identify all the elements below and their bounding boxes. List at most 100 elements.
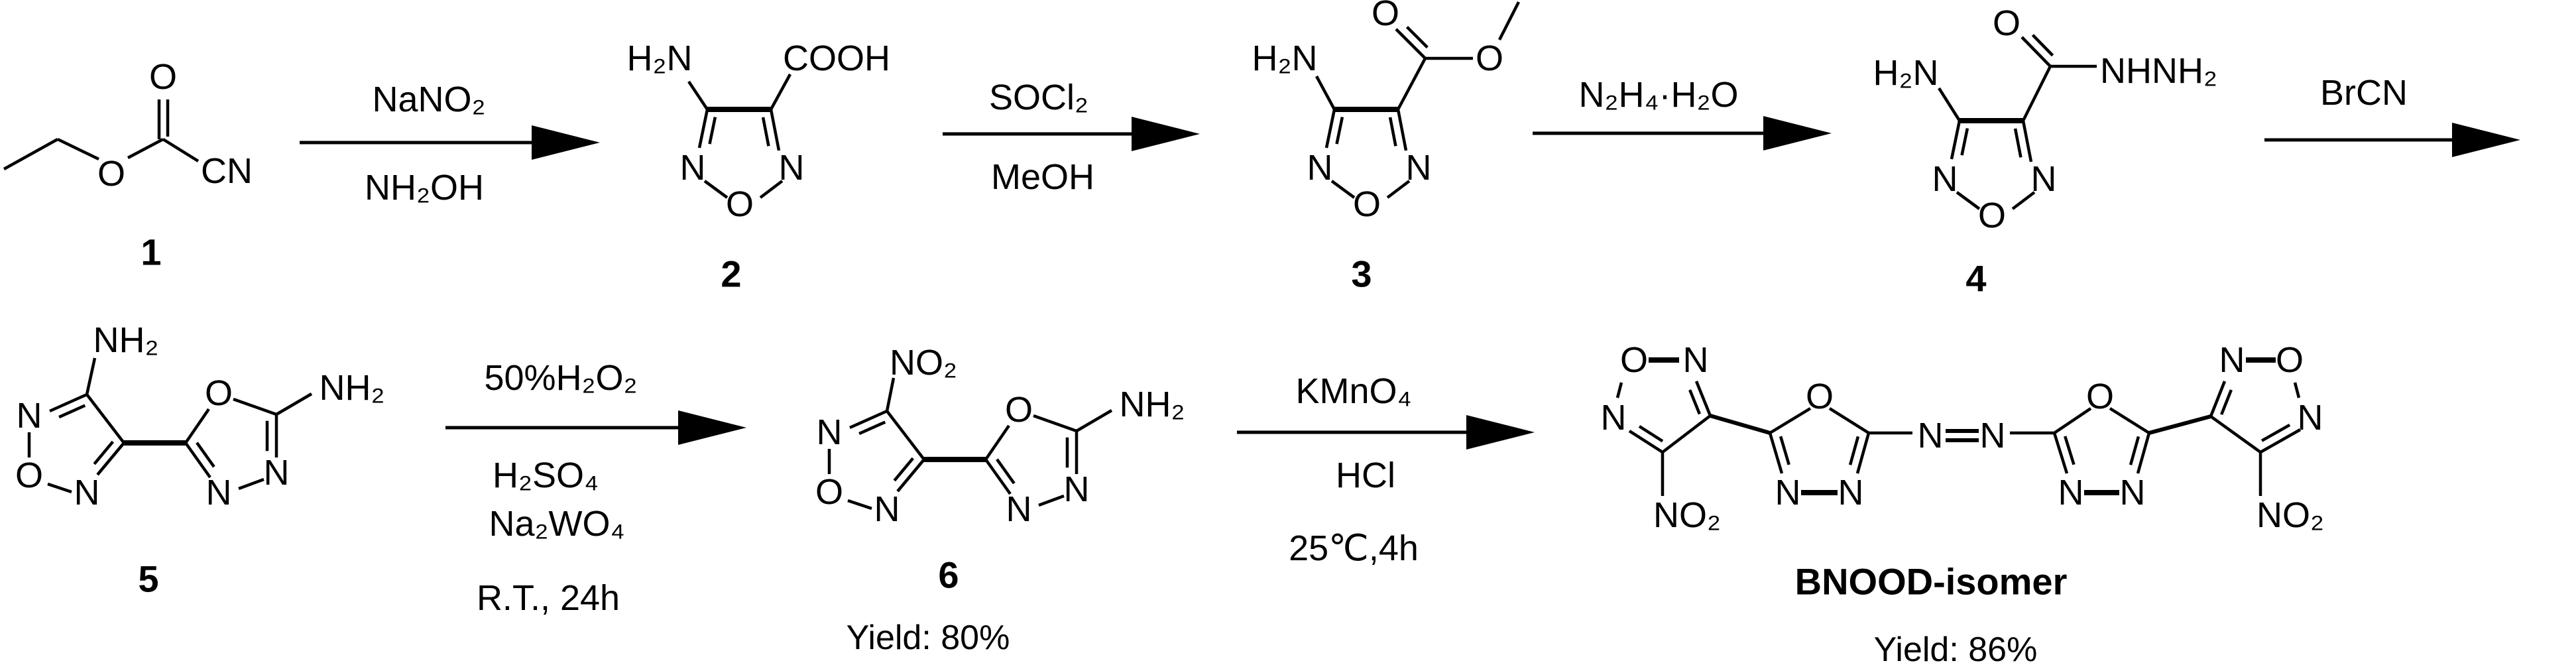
double-bond-inner [1960, 128, 1969, 156]
single-bond [770, 73, 791, 111]
double-bond [2209, 381, 2227, 417]
double-bond [2136, 432, 2151, 474]
atom-label: O [2276, 340, 2304, 380]
double-bond [2259, 428, 2302, 454]
atom-label: O [815, 472, 843, 512]
double-bond [2020, 36, 2052, 68]
single-bond [847, 499, 872, 511]
atom-label: N [1064, 469, 1090, 509]
reaction-arrow-1-head [532, 125, 600, 160]
single-bond [2109, 407, 2150, 434]
atom-label: O [1476, 38, 1503, 78]
single-bond [2053, 407, 2092, 434]
single-bond [86, 393, 125, 444]
atom-label: H₂N [1252, 38, 1318, 78]
single-bond [127, 138, 164, 159]
step1-reagents: NaNO₂ NH₂OH [365, 80, 485, 208]
atom-label: NH₂ [320, 368, 385, 408]
double-bond [1950, 120, 1961, 160]
double-bond [2021, 120, 2033, 162]
single-bond [85, 357, 97, 395]
single-bond [233, 397, 277, 416]
atom-label: H₂N [627, 38, 693, 78]
double-bond-inner [58, 404, 86, 419]
double-bond-inner [708, 117, 717, 145]
step6-reagents: KMnO₄ HCl 25℃,4h [1289, 371, 1419, 568]
double-bond-inner [996, 458, 1016, 485]
double-bond-inner [1848, 436, 1860, 465]
atom-label: O [149, 57, 177, 97]
double-bond [184, 442, 211, 479]
atom-label: O [1372, 0, 1399, 33]
single-bond [2293, 382, 2301, 398]
atom-label: O [1620, 340, 1648, 380]
single-bond [1956, 191, 1981, 210]
atom-label: O [726, 184, 754, 224]
reagent-h2o2: 50%H₂O₂ [484, 358, 637, 398]
atom-label: N [1683, 340, 1709, 380]
double-bond-inner [858, 420, 886, 436]
reagent-socl2: SOCl₂ [989, 78, 1088, 117]
compound-name: BNOOD-isomer [1795, 561, 2068, 603]
double-bond [849, 409, 888, 430]
double-bond-inner [1335, 117, 1344, 145]
bond [1710, 414, 1771, 435]
double-bond-inner [196, 442, 215, 468]
atom-label: NO₂ [1653, 495, 1721, 535]
single-bond [3, 138, 59, 170]
single-bond [1315, 75, 1336, 111]
compound-number: 5 [138, 558, 158, 600]
single-bond [1397, 57, 1427, 111]
double-bond [984, 458, 1012, 495]
reaction-arrow-2-head [1132, 117, 1200, 151]
atom-label: N [264, 453, 290, 493]
single-bond [1497, 1, 1521, 41]
double-bond-inner [2013, 128, 2022, 158]
single-bond [2021, 65, 2052, 122]
double-bond [769, 109, 781, 151]
double-bond-inner [2064, 436, 2076, 465]
atom-label: N [2298, 398, 2323, 438]
single-bond [886, 410, 925, 461]
atom-label: N [206, 473, 232, 513]
single-bond [1828, 407, 1870, 434]
single-bond [57, 137, 99, 161]
single-bond [885, 377, 896, 412]
reaction-conditions: R.T., 24h [477, 578, 620, 618]
atom-label: O [2086, 377, 2114, 416]
reagent-brcn: BrCN [2320, 73, 2408, 113]
yield-label: Yield: 80% [847, 619, 1010, 657]
atom-label: N [680, 148, 706, 188]
atom-label: N [74, 473, 100, 513]
single-bond [1661, 414, 1712, 454]
double-bond [1768, 432, 1784, 474]
atom-label: N [1601, 398, 1627, 438]
double-bond [1694, 381, 1712, 416]
reaction-arrow-4-head [2452, 123, 2520, 157]
single-bond [184, 408, 210, 444]
reagent-nano2: NaNO₂ [373, 80, 486, 119]
double-bond [1855, 432, 1871, 474]
compound-number: 2 [721, 253, 741, 295]
single-bond [162, 138, 200, 162]
atom-label: NO₂ [890, 343, 957, 383]
reagent-na2wo4: Na₂WO₄ [489, 504, 624, 544]
bond [2148, 414, 2211, 435]
step2-reagents: SOCl₂ MeOH [989, 78, 1094, 197]
double-bond [49, 393, 88, 413]
double-bond [96, 442, 125, 476]
bond-layer [3, 1, 2457, 511]
single-bond [1038, 494, 1065, 507]
reagent-kmno4: KMnO₄ [1295, 371, 1411, 411]
atom-label: O [97, 154, 125, 194]
reaction-arrow-6-head [1466, 415, 1535, 450]
reagent-h2so4: H₂SO₄ [493, 455, 599, 495]
atom-label: N [2031, 159, 2057, 199]
double-bond [896, 458, 925, 493]
single-bond [2011, 191, 2036, 210]
double-bond [1395, 28, 1427, 60]
single-bond [2209, 415, 2262, 454]
atom-label: N [1918, 416, 1944, 455]
double-bond-inner [1405, 26, 1429, 49]
